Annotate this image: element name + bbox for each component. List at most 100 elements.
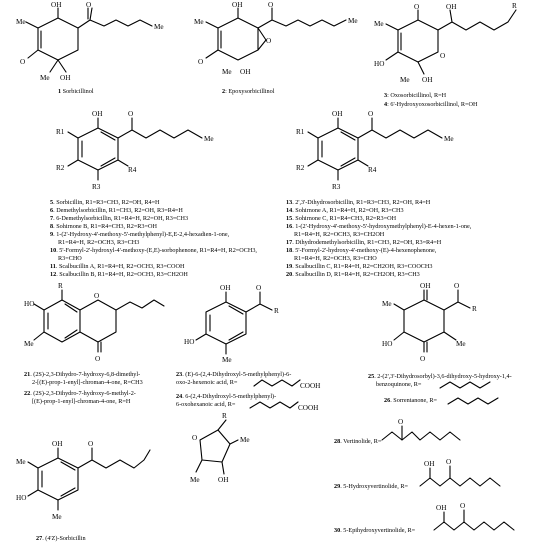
atom-oh: OH <box>60 74 70 82</box>
substituent-26 <box>447 397 499 405</box>
atom-o: O <box>268 1 273 9</box>
atom-oh: OH <box>422 76 432 84</box>
atom-r: R <box>512 2 517 10</box>
atom-o: O <box>266 37 271 45</box>
atom-me: Me <box>16 458 26 466</box>
caption-29: 29. 5-Hydroxyvertinolide, R= <box>334 483 408 490</box>
caption-24-cont: 6-oxohexanoic acid, R= <box>176 401 236 408</box>
atom-cooh: COOH <box>300 382 320 390</box>
atom-o: O <box>460 502 465 510</box>
atom-me: Me <box>374 20 384 28</box>
atom-r3: R3 <box>332 183 341 191</box>
caption-22-cont: [(E)-prop-1-enyl]-chroman-4-one, R=H <box>32 398 131 405</box>
atom-me: Me <box>444 135 454 143</box>
atom-o: O <box>192 434 197 442</box>
atom-o: O <box>128 110 133 118</box>
atom-me: Me <box>40 74 50 82</box>
caption-28: 28. Vertinolide, R= <box>334 438 382 445</box>
atom-oh: OH <box>446 3 456 11</box>
caption-13: 13. 2',3'-Dihydrosorbicillin, R1=R3=CH3,… <box>286 199 431 206</box>
substituent-25 <box>439 381 491 389</box>
caption-2: 2: Epoxysorbicillinol <box>222 88 275 95</box>
caption-22: 22. (2S)-2,3-Dihydro-7-hydroxy-6-methyl-… <box>24 390 136 397</box>
atom-oh: OH <box>51 1 61 9</box>
caption-12: 12. Scalbucillin B, R1=R4=H, R2=OCH3, R3… <box>50 271 188 278</box>
caption-5: 5. Sorbicillin, R1=R3=CH3, R2=OH, R4=H <box>50 199 160 206</box>
atom-me: Me <box>24 340 34 348</box>
caption-14: 14. Sohirnone A, R1=R4=H, R2=OH, R3=CH3 <box>286 207 404 214</box>
caption-21-cont: 2-[(E)-prop-1-enyl]-chroman-4-one, R=CH3 <box>32 379 143 386</box>
structure-21-22: R HO Me O O <box>24 282 165 363</box>
atom-me: Me <box>194 18 204 26</box>
atom-ho: HO <box>16 494 26 502</box>
substituent-28 <box>381 431 461 441</box>
atom-r2: R2 <box>296 164 305 172</box>
caption-15: 15. Sohirnone C, R1=R4=CH3, R2=R3=OH <box>286 215 397 222</box>
atom-r1: R1 <box>56 128 65 136</box>
atom-o: O <box>94 292 99 300</box>
atom-r2: R2 <box>56 164 65 172</box>
substituent-30 <box>433 521 515 531</box>
atom-r: R <box>274 307 279 315</box>
caption-21: 21. (2S)-2,3-Dihydro-7-hydroxy-6,8-dimet… <box>24 371 140 378</box>
caption-10-cont: R3=CHO <box>58 255 82 262</box>
atom-me: Me <box>204 135 214 143</box>
atom-o: O <box>368 110 373 118</box>
atom-r4: R4 <box>128 166 137 174</box>
atom-o: O <box>398 418 403 426</box>
atom-o: O <box>86 1 91 9</box>
caption-19: 19. Scalbucillin C, R1=R4=H, R2=CH2OH, R… <box>286 263 432 270</box>
atom-o: O <box>420 355 425 363</box>
atom-o: O <box>88 440 93 448</box>
caption-8: 8. Sohirnone B, R1=R4=CH3, R2=R3=OH <box>50 223 157 230</box>
caption-9-cont: R1=R4=H, R2=OCH3, R3=CH3 <box>58 239 139 246</box>
caption-18-cont: R1=R4=H, R2=OCH3, R3=CHO <box>294 255 377 262</box>
atom-ho: HO <box>374 60 384 68</box>
atom-o: O <box>440 52 445 60</box>
atom-o: O <box>20 58 25 66</box>
oh-ketone-29 <box>429 465 451 479</box>
atom-oh: OH <box>436 504 446 512</box>
caption-27: 27. (4'Z)-Sorbicillin <box>36 535 86 542</box>
atom-r: R <box>222 412 227 420</box>
atom-oh: OH <box>420 282 430 290</box>
caption-23-cont: oxo-2-hexenoic acid, R= <box>176 379 238 386</box>
caption-17: 17. Dihydrodemethylsorbicillin, R1=CH3, … <box>286 239 442 246</box>
caption-18: 18. 5'-Formyl-2'-hydroxy-4'-methoxy-(E)-… <box>286 247 437 254</box>
caption-9: 9. 1-(2'-Hydroxy-4'-methoxy-5'-methylphe… <box>50 231 230 238</box>
atom-me: Me <box>348 17 358 25</box>
atom-me: Me <box>400 76 410 84</box>
atom-oh: OH <box>332 110 342 118</box>
atom-oh: OH <box>220 284 230 292</box>
structure-2: OH Me O O O Me OH Me <box>194 1 358 76</box>
atom-oh: OH <box>232 1 242 9</box>
atom-cooh: COOH <box>298 404 318 412</box>
atom-oh: OH <box>424 460 434 468</box>
atom-r1: R1 <box>296 128 305 136</box>
atom-me: Me <box>222 68 232 76</box>
caption-25: 25. 2-(2',3'-Dihydrosorbyl)-3,6-dihydrox… <box>368 373 512 380</box>
atom-o: O <box>446 458 451 466</box>
atom-ho: HO <box>382 340 392 348</box>
atom-ho: HO <box>24 300 34 308</box>
caption-10: 10. 5'-Formyl-2'-hydroxyl-4'-methoxy-(E,… <box>50 247 257 254</box>
caption-4: 4: 6'-Hydroxyoxosorbicillinol, R=OH <box>384 101 478 108</box>
atom-me: Me <box>456 340 466 348</box>
structure-3-4: O Me HO OH R O OH Me <box>374 2 517 84</box>
structure-23-24: OH HO Me O R <box>184 284 279 364</box>
atom-r: R <box>58 282 63 290</box>
caption-7: 7. 6-Demethylsorbicillin, R1=R4=H, R2=OH… <box>50 215 188 222</box>
oh-ketone-30 <box>443 509 465 523</box>
structure-25-26: OH Me HO O O R Me <box>382 282 477 363</box>
caption-30: 30. 5-Epihydroxyvertinolide, R= <box>334 527 416 534</box>
atom-oh: OH <box>92 110 102 118</box>
atom-me: Me <box>222 356 232 364</box>
structure-5-12: OH R1 R2 R3 R4 O Me <box>56 110 214 191</box>
caption-26: 26. Sorrentanone, R= <box>384 397 437 404</box>
caption-1: 1 Sorbicillinol <box>58 88 94 95</box>
substituent-24 <box>249 401 299 409</box>
atom-me: Me <box>154 23 164 31</box>
caption-20: 20. Scalbucillin D, R1=R4=H, R2=CH2OH, R… <box>286 271 420 278</box>
structure-27: OH Me HO Me O <box>16 440 151 521</box>
atom-me: Me <box>240 436 250 444</box>
